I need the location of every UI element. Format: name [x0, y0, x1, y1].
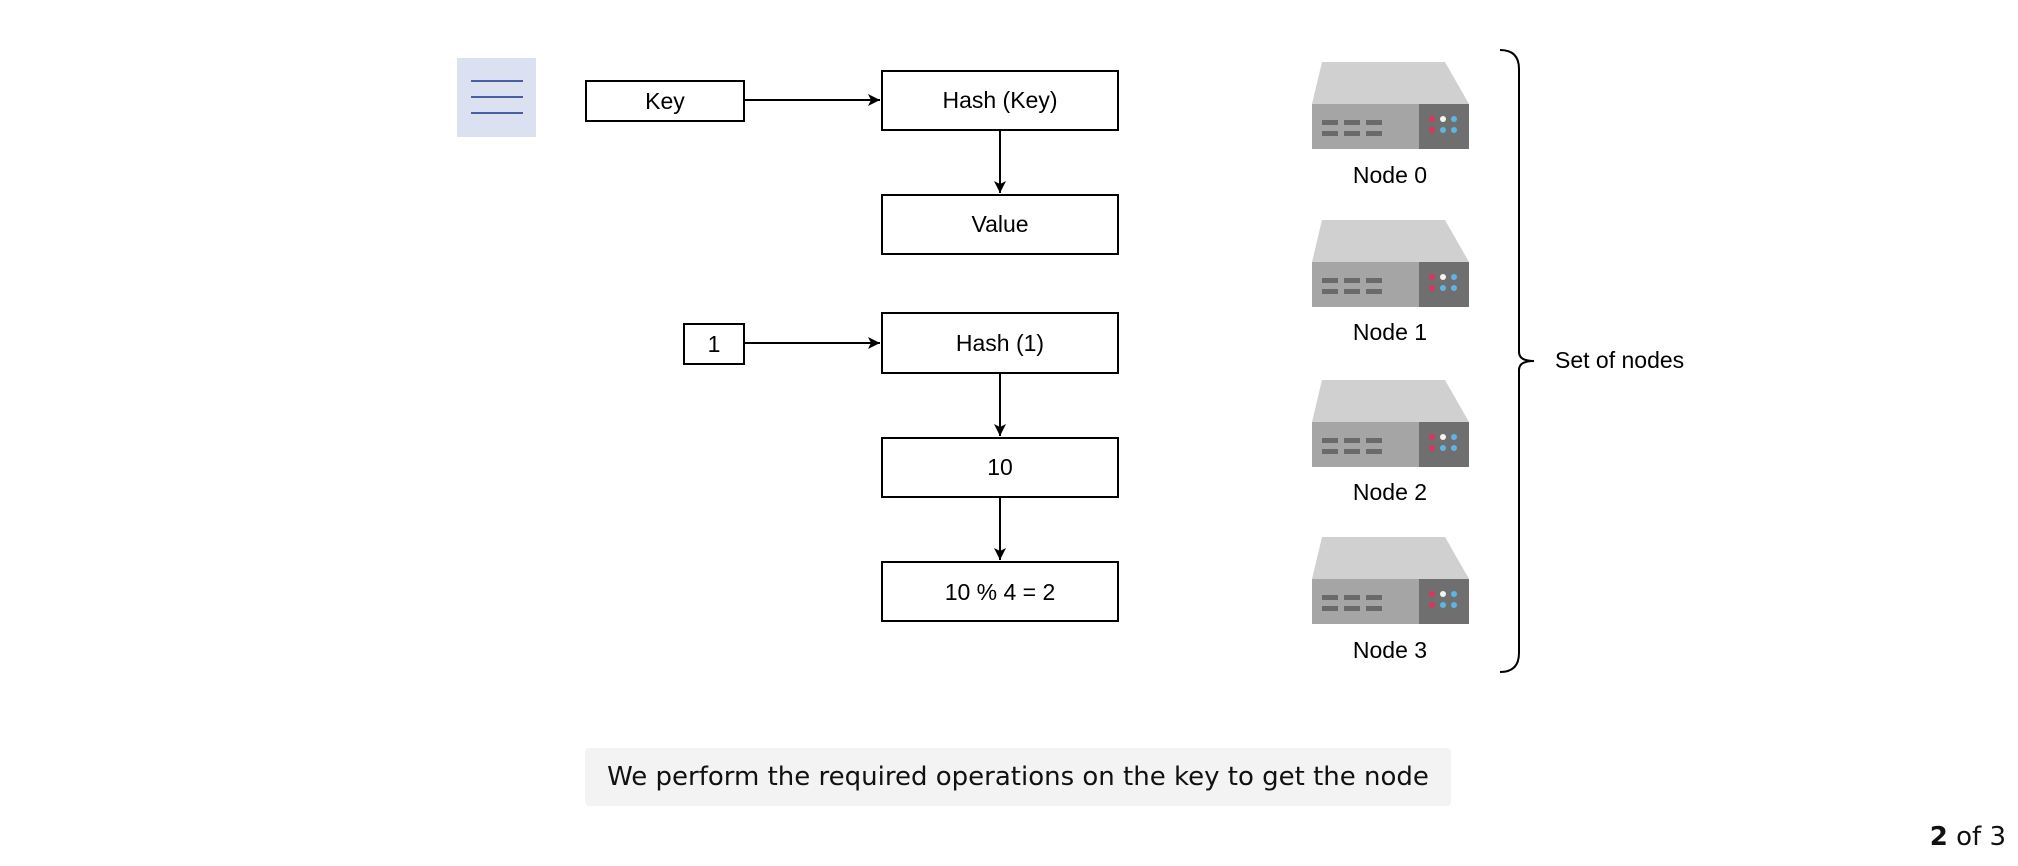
node-0: Node 0	[1312, 62, 1469, 188]
hash-result-label: 10	[987, 454, 1013, 480]
hash-result-box: 10	[881, 437, 1119, 498]
caption-text: We perform the required operations on th…	[607, 762, 1429, 792]
input-one-box: 1	[683, 323, 745, 365]
node-label: Node 1	[1353, 319, 1427, 345]
pager-separator: of	[1956, 822, 1982, 852]
server-icon	[1312, 220, 1469, 307]
modulo-label: 10 % 4 = 2	[945, 579, 1056, 605]
node-1: Node 1	[1312, 220, 1469, 345]
node-label: Node 0	[1353, 162, 1427, 188]
pager-current: 2	[1929, 822, 1948, 852]
value-label: Value	[971, 211, 1028, 237]
server-icon	[1312, 62, 1469, 149]
node-set-brace	[1499, 49, 1535, 673]
node-2: Node 2	[1312, 380, 1469, 505]
menu-lines-icon[interactable]	[457, 58, 536, 137]
node-3: Node 3	[1312, 537, 1469, 663]
hash-key-box: Hash (Key)	[881, 70, 1119, 131]
server-icon	[1312, 380, 1469, 467]
value-box: Value	[881, 194, 1119, 255]
node-label: Node 2	[1353, 479, 1427, 505]
modulo-box: 10 % 4 = 2	[881, 561, 1119, 622]
key-label: Key	[645, 88, 685, 114]
node-label: Node 3	[1353, 637, 1427, 663]
pager-total: 3	[1989, 822, 2006, 852]
brace-label: Set of nodes	[1555, 347, 1684, 373]
input-one-label: 1	[708, 331, 721, 357]
server-icon	[1312, 537, 1469, 624]
hash-one-box: Hash (1)	[881, 312, 1119, 374]
caption: We perform the required operations on th…	[585, 748, 1451, 806]
hash-key-label: Hash (Key)	[942, 87, 1057, 113]
pager: 2 of 3	[1930, 822, 2006, 852]
key-box: Key	[585, 80, 745, 122]
hash-one-label: Hash (1)	[956, 330, 1044, 356]
